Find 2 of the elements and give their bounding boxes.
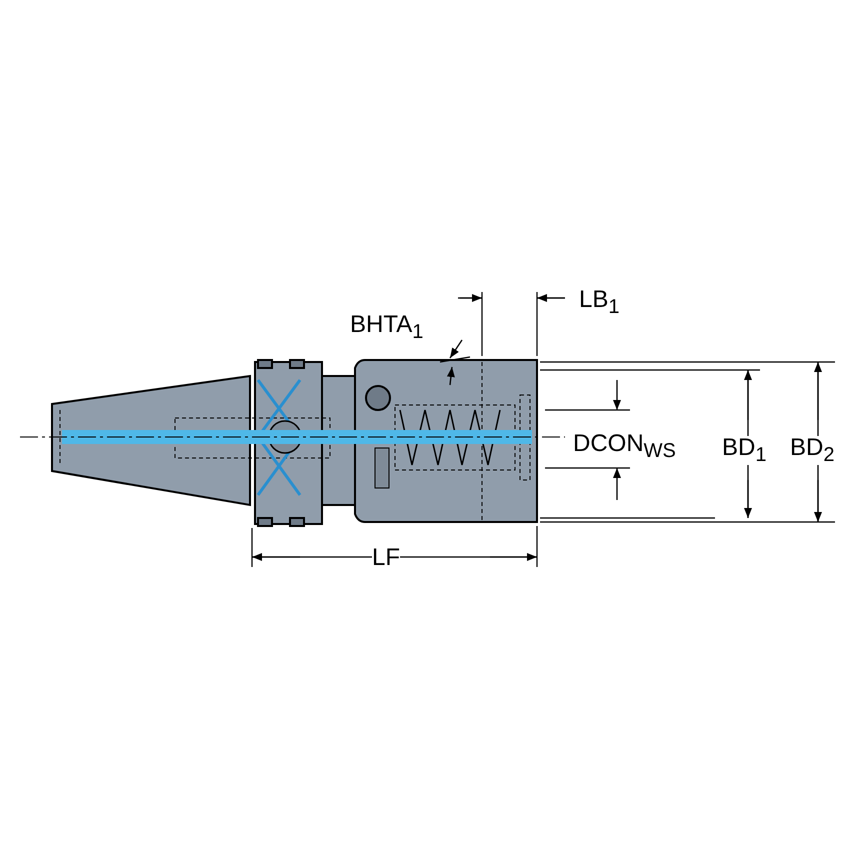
dimension-label: BD$_{1}$: [722, 436, 766, 465]
dimension-label: BD$_{2}$: [790, 436, 834, 465]
